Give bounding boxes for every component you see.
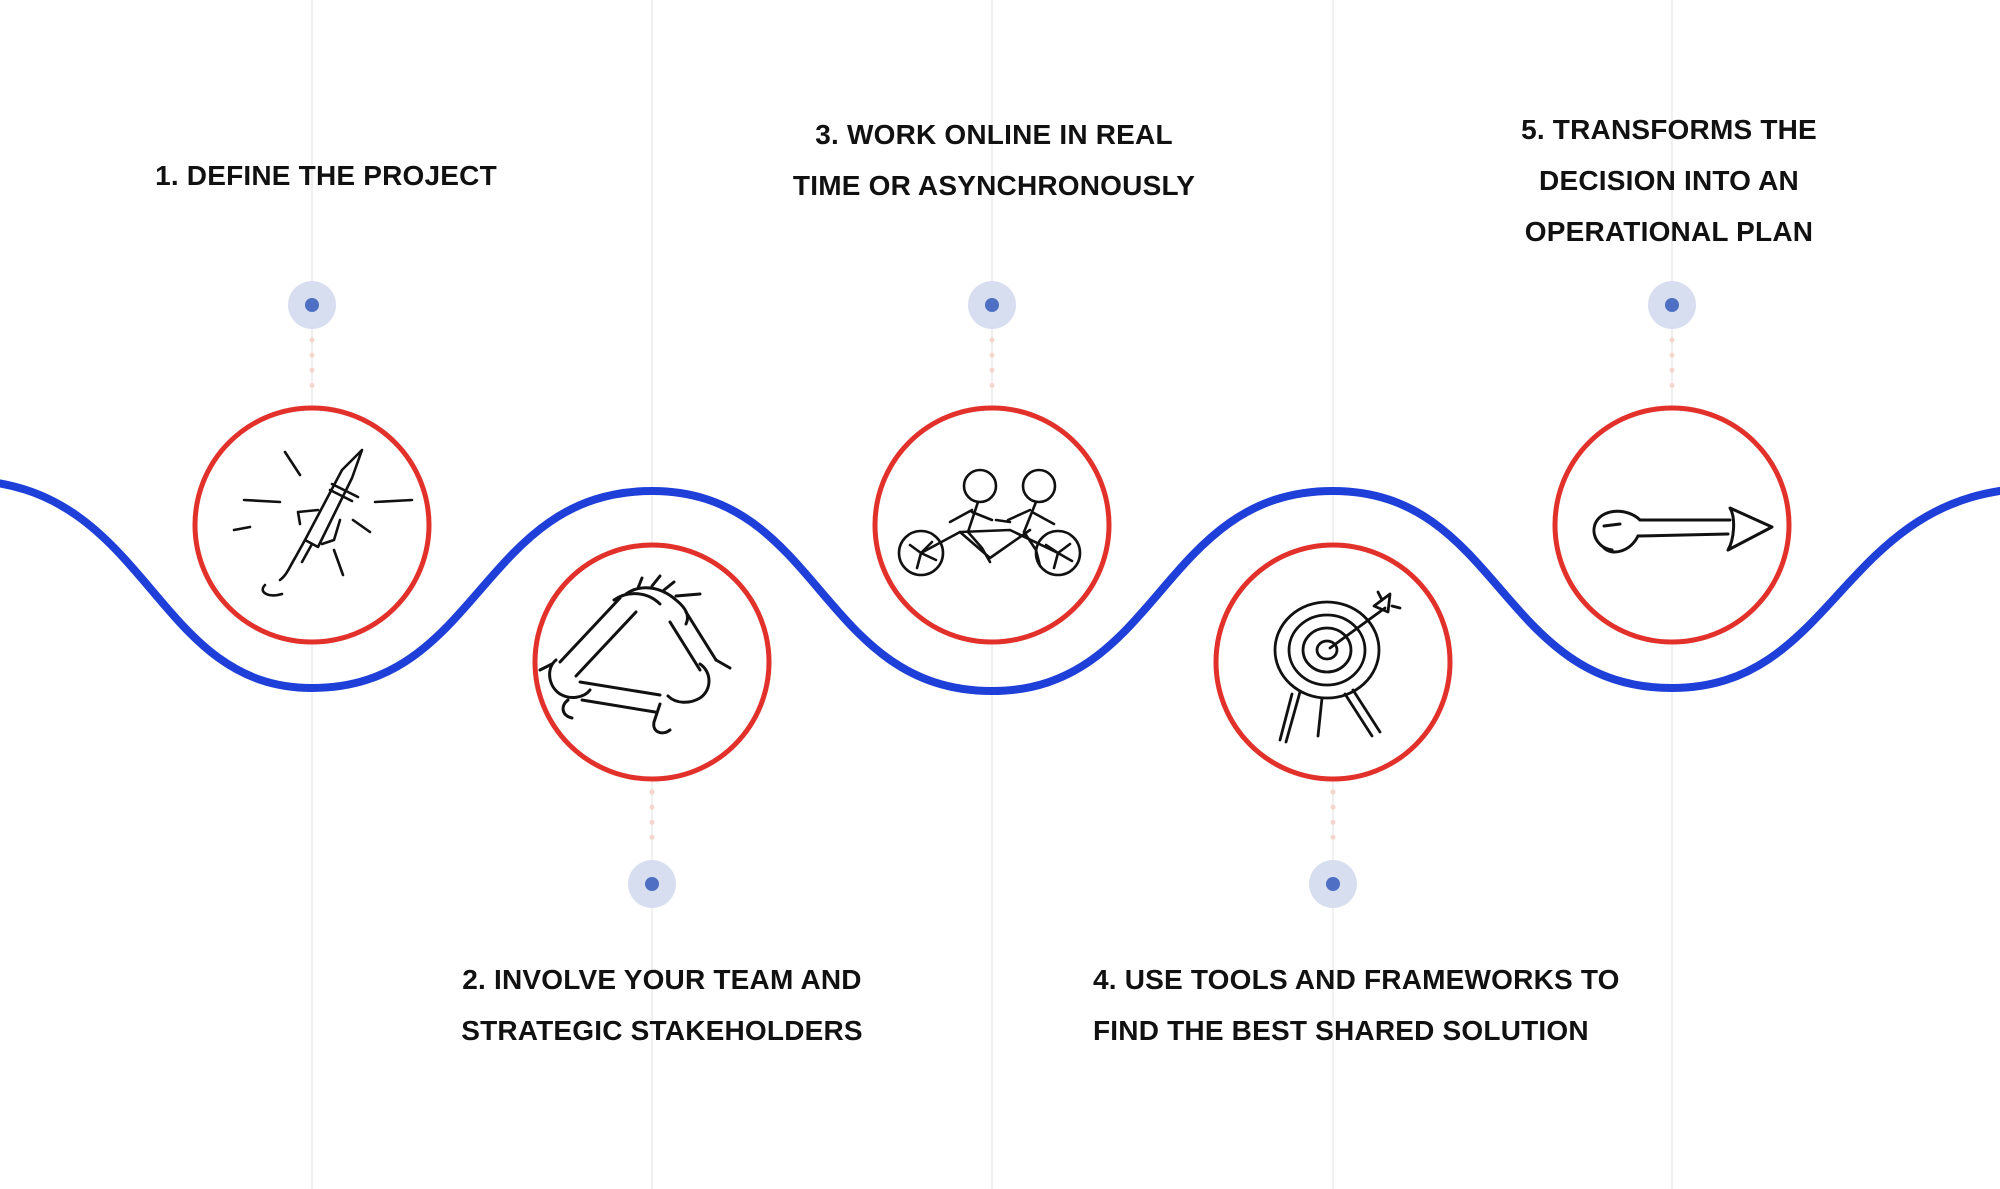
milestone-dot-1 (288, 281, 336, 329)
step-label-line: TIME OR ASYNCHRONOUSLY (792, 170, 1196, 201)
step-circle-2 (532, 542, 772, 782)
milestone-dot-4 (1309, 860, 1357, 908)
step-label-line: FIND THE BEST SHARED SOLUTION (1093, 1015, 1589, 1046)
step-label-line: STRATEGIC STAKEHOLDERS (461, 1015, 863, 1046)
step-circle-4 (1213, 542, 1453, 782)
step-label-3: 3. WORK ONLINE IN REAL TIME OR ASYNCHRON… (754, 109, 1234, 211)
step-label-1: 1. DEFINE THE PROJECT (86, 150, 566, 201)
timeline-wave (0, 479, 2000, 696)
step-label-4: 4. USE TOOLS AND FRAMEWORKS TO FIND THE … (1093, 954, 1620, 1056)
step-circle-5 (1552, 405, 1792, 645)
connectors (309, 337, 1675, 853)
step-label-2: 2. INVOLVE YOUR TEAM AND STRATEGIC STAKE… (422, 954, 902, 1056)
step-label-line: OPERATIONAL PLAN (1524, 216, 1814, 247)
step-label-5: 5. TRANSFORMS THE DECISION INTO AN OPERA… (1429, 104, 1909, 257)
milestone-dot-2 (628, 860, 676, 908)
rocket-icon (232, 448, 414, 597)
step-label-line: 3. WORK ONLINE IN REAL (815, 119, 1173, 150)
step-label-line: 1. DEFINE THE PROJECT (155, 160, 497, 191)
milestone-dot-3 (968, 281, 1016, 329)
milestone-dot-5 (1648, 281, 1696, 329)
target-arrow-icon (1273, 590, 1402, 744)
step-label-line: DECISION INTO AN (1539, 165, 1799, 196)
tandem-bicycle-icon (897, 468, 1082, 577)
step-label-line: 2. INVOLVE YOUR TEAM AND (462, 964, 862, 995)
step-circle-3 (872, 405, 1112, 645)
step-label-line: 5. TRANSFORMS THE (1521, 114, 1817, 145)
step-label-line: 4. USE TOOLS AND FRAMEWORKS TO (1093, 964, 1620, 995)
linked-hands-icon (538, 574, 732, 735)
arrow-right-icon (1592, 506, 1774, 554)
